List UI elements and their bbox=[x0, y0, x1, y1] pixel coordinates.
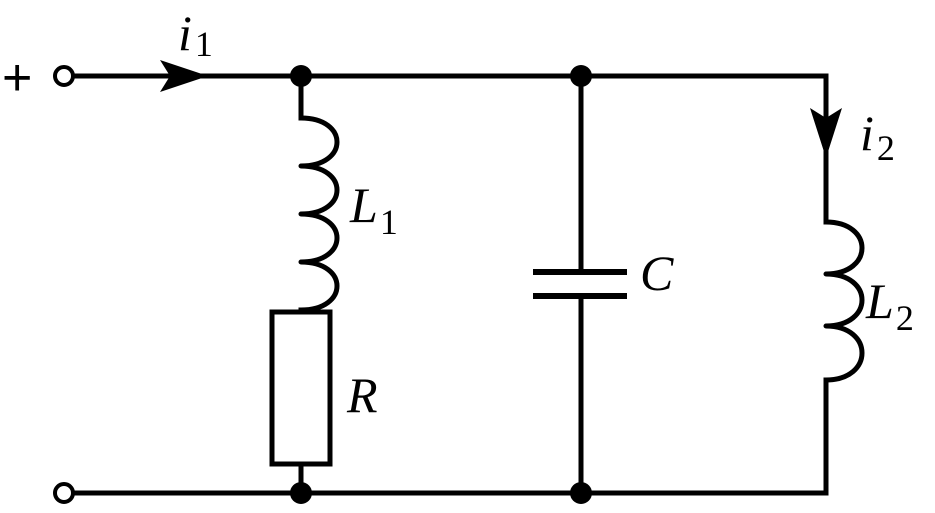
current-arrow-i2 bbox=[810, 108, 842, 158]
junction-node-bottom-left bbox=[290, 482, 312, 504]
label-l1: L1 bbox=[349, 177, 398, 242]
label-l2-symbol: L bbox=[865, 273, 894, 329]
inductor-l1-coil bbox=[298, 115, 340, 313]
label-i1-subscript: 1 bbox=[195, 24, 213, 64]
bottom-rail-wire bbox=[69, 377, 829, 496]
terminal-bottom bbox=[53, 482, 75, 504]
terminal-plus-sign: + bbox=[2, 49, 32, 107]
label-r: R bbox=[346, 367, 378, 423]
junction-node-top-left bbox=[290, 65, 312, 87]
inductor-l2-coil bbox=[823, 219, 865, 383]
label-l1-symbol: L bbox=[349, 177, 378, 233]
label-c: C bbox=[640, 245, 674, 301]
top-rail-wire bbox=[69, 73, 829, 225]
resistor-r-body bbox=[269, 309, 333, 467]
label-i2: i2 bbox=[860, 105, 895, 168]
label-l2: L2 bbox=[865, 273, 914, 338]
junction-node-top-middle bbox=[570, 65, 592, 87]
label-i2-symbol: i bbox=[860, 105, 874, 161]
current-arrow-i1 bbox=[160, 60, 208, 92]
label-i2-subscript: 2 bbox=[877, 128, 895, 168]
label-i1-symbol: i bbox=[178, 5, 192, 61]
label-i1: i1 bbox=[178, 5, 213, 64]
terminal-top bbox=[53, 65, 75, 87]
label-l1-subscript: 1 bbox=[380, 202, 398, 242]
label-l2-subscript: 2 bbox=[896, 298, 914, 338]
junction-node-bottom-middle bbox=[570, 482, 592, 504]
